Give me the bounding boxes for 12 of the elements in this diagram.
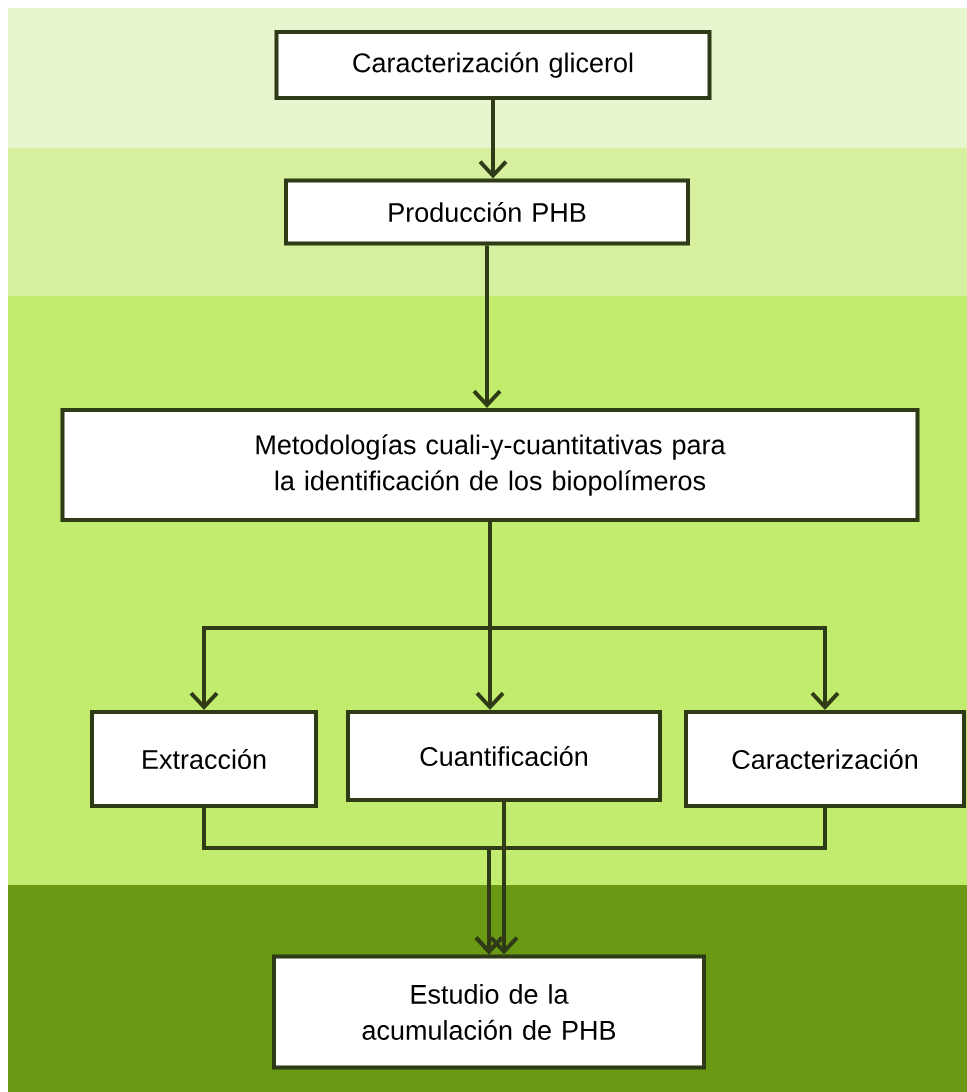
process-box: Producción PHB [284, 178, 690, 246]
arrow [478, 100, 508, 179]
process-box: Extracción [90, 710, 318, 808]
process-box: Estudio de la acumulación de PHB [272, 954, 706, 1070]
process-box: Metodologías cuali-y-cuantitativas para la identificación de los biopolímeros [60, 408, 920, 522]
arrow [489, 802, 519, 955]
process-box: Cuantificación [346, 710, 662, 802]
arrow [472, 245, 502, 408]
process-box: Caracterización glicerol [274, 30, 712, 100]
process-box: Caracterización [684, 710, 966, 808]
arrow [474, 808, 827, 955]
arrow [488, 522, 840, 710]
